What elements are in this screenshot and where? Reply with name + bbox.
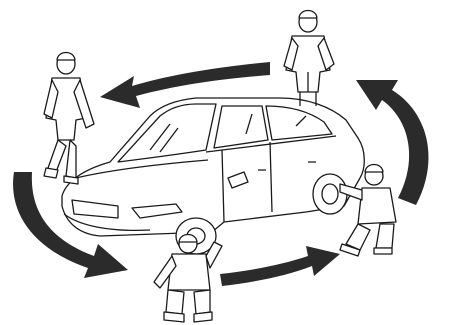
mechanic-rear-legs — [346, 224, 394, 250]
mechanic-front-boots — [164, 312, 212, 322]
mechanic-top-cap — [299, 11, 317, 19]
arrow-right-up — [356, 80, 428, 205]
mechanic-left-cap — [57, 53, 75, 61]
mechanic-rear-torso — [358, 188, 396, 224]
sedan-car — [62, 98, 364, 254]
mechanic-rear-cap — [365, 165, 383, 173]
arrow-bottom-right — [220, 246, 340, 286]
car-rear-hub — [322, 184, 338, 204]
mechanic-left — [44, 53, 94, 185]
mechanic-front-torso — [168, 254, 210, 290]
mechanic-left-leg-front — [48, 140, 66, 172]
mechanic-front-wheel — [154, 235, 222, 323]
mechanic-left-leg-back — [66, 140, 76, 178]
mechanic-front-legs — [166, 290, 210, 314]
car-front-window — [214, 106, 268, 148]
mechanic-top — [284, 11, 334, 107]
